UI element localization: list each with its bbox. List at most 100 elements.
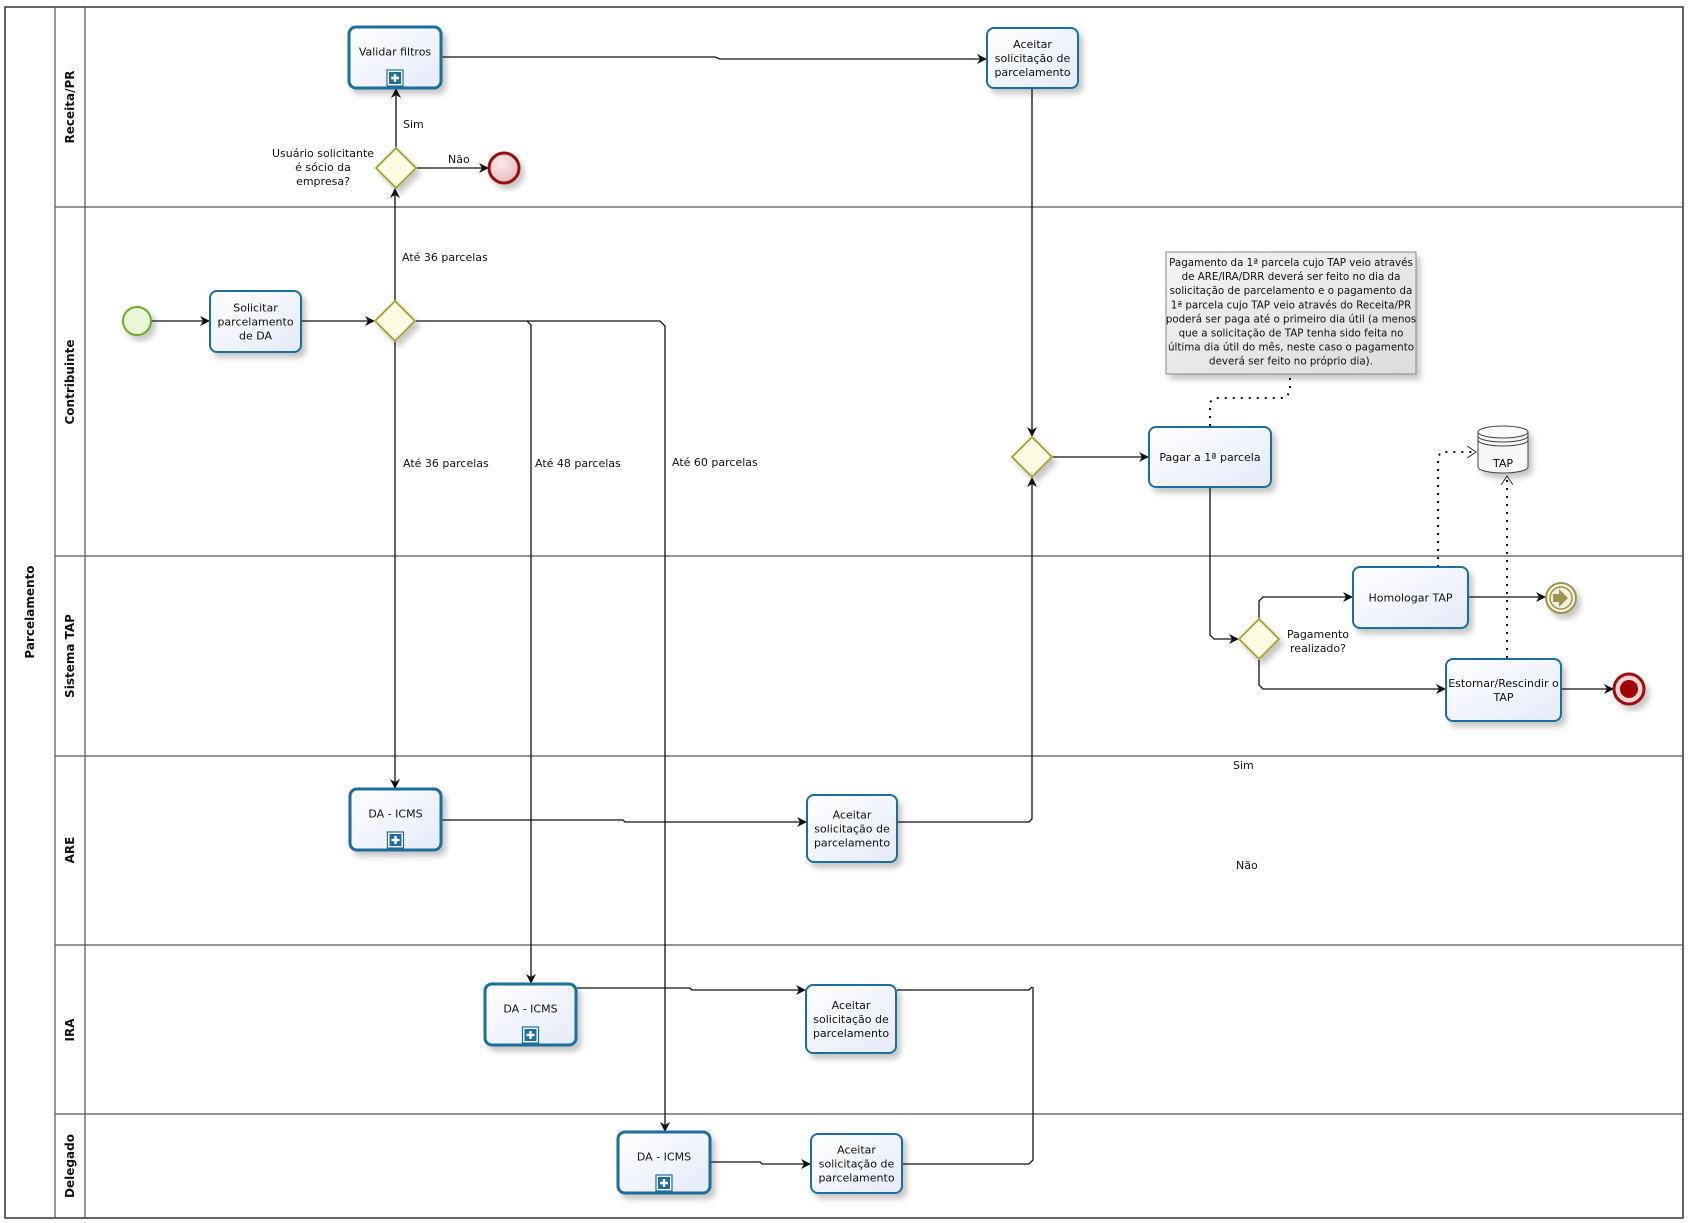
gateway-diamond	[374, 146, 418, 190]
task-box	[616, 1130, 712, 1195]
task-label: Aceitar	[1013, 38, 1052, 51]
task-da-are[interactable]: DA - ICMS	[348, 787, 443, 852]
subprocess-plus-icon[interactable]	[386, 831, 405, 849]
flow-label-nao-2: Não	[1236, 859, 1258, 872]
annotation-line: solicitação de parcelamento e o pagament…	[1170, 285, 1413, 297]
gateway-merge[interactable]	[1010, 435, 1054, 479]
flow-pagar-to-gateway[interactable]	[1209, 488, 1239, 644]
lane-label-sistema-tap: Sistema TAP	[63, 614, 77, 698]
flow-nao-to-estornar[interactable]	[1258, 660, 1446, 694]
flow-da-are-to-aceitar[interactable]	[442, 817, 807, 827]
task-box	[810, 1133, 903, 1194]
task-label: parcelamento	[818, 1172, 894, 1185]
task-label: solicitação de	[995, 52, 1071, 65]
pool: Parcelamento	[4, 6, 1684, 1219]
flow-label-sim-2: Sim	[1233, 759, 1254, 772]
events	[122, 151, 1646, 706]
task-homologar[interactable]: Homologar TAP	[1352, 566, 1469, 629]
task-da-ira[interactable]: DA - ICMS	[483, 982, 578, 1047]
flow-aceitar-are-to-merge[interactable]	[898, 477, 1037, 823]
terminate-end-event[interactable]	[1612, 672, 1646, 706]
arrow-right-icon	[1553, 589, 1568, 607]
gateway-label: empresa?	[296, 175, 350, 188]
gateway-label: realizado?	[1290, 642, 1346, 655]
lane-label-ira: IRA	[63, 1018, 77, 1042]
subprocess-plus-icon[interactable]	[655, 1174, 673, 1192]
annotation-box	[1165, 251, 1417, 375]
task-label: Aceitar	[837, 1144, 876, 1157]
gateway-diamond	[1010, 435, 1054, 479]
task-label: Pagar a 1ª parcela	[1159, 451, 1260, 464]
flow-aceitar-ira-to-merge[interactable]	[897, 986, 1033, 991]
annotation-line: 1ª parcela cujo TAP veio através do Rece…	[1171, 299, 1412, 311]
annotation-line: última dia útil do mês, neste caso o pag…	[1168, 342, 1414, 354]
task-box	[806, 794, 898, 863]
task-label: Solicitar	[233, 302, 278, 315]
flow-label-ate36: Até 36 parcelas	[403, 457, 489, 470]
task-da-delegado[interactable]: DA - ICMS	[616, 1130, 712, 1195]
association-note-to-pagar[interactable]	[1209, 375, 1291, 426]
flow-da-ira-to-aceitar[interactable]	[577, 985, 806, 995]
task-validar[interactable]: Validar filtros	[347, 25, 443, 90]
task-label: Homologar TAP	[1369, 592, 1453, 605]
task-label: DA - ICMS	[637, 1151, 691, 1164]
gateway-label: Pagamento	[1287, 628, 1349, 641]
task-label: Aceitar	[833, 809, 872, 822]
lanes: Receita/PR Contribuinte Sistema TAP ARE …	[55, 71, 1683, 1198]
flow-label-sim: Sim	[403, 118, 424, 131]
start-event[interactable]	[122, 306, 152, 336]
datastore-label: TAP	[1492, 457, 1513, 470]
task-label: solicitação de	[819, 1158, 895, 1171]
task-pagar[interactable]: Pagar a 1ª parcela	[1148, 426, 1272, 488]
lane-label-delegado: Delegado	[63, 1134, 77, 1198]
link-end-event[interactable]	[1545, 582, 1577, 614]
gateway-diamond	[1237, 617, 1281, 661]
gateway-diamond	[373, 299, 417, 343]
flow-label-ate60: Até 60 parcelas	[672, 456, 758, 469]
task-box	[1445, 658, 1562, 722]
flow-ate48-to-da-ira[interactable]	[416, 320, 536, 984]
end-event-nao[interactable]	[487, 151, 521, 185]
task-label: DA - ICMS	[503, 1003, 557, 1016]
task-box	[986, 27, 1079, 89]
flow-label-nao: Não	[448, 153, 470, 166]
task-box	[483, 982, 578, 1047]
flow-aceitar-delegado-to-merge[interactable]	[903, 987, 1034, 1165]
flow-da-delegado-to-aceitar[interactable]	[711, 1159, 811, 1169]
associations	[1209, 375, 1507, 658]
flow-validar-to-aceitar[interactable]	[442, 54, 987, 64]
flow-label-ate36-top: Até 36 parcelas	[402, 251, 488, 264]
subprocess-plus-icon[interactable]	[386, 69, 404, 87]
lane-label-contribuinte: Contribuinte	[63, 339, 77, 424]
flow-sim-to-homologar[interactable]	[1258, 592, 1353, 618]
lane-label-are: ARE	[63, 837, 77, 864]
gateway-parcelas[interactable]	[373, 299, 417, 343]
sequence-flows	[152, 54, 1614, 1169]
task-label: solicitação de	[813, 1013, 889, 1026]
annotation-line: poderá ser paga até o primeiro dia útil …	[1166, 313, 1416, 325]
task-box	[1148, 426, 1272, 488]
subprocess-plus-icon[interactable]	[521, 1026, 540, 1044]
text-annotation[interactable]: Pagamento da 1ª parcela cujo TAP veio at…	[1165, 251, 1417, 375]
task-box	[209, 290, 302, 353]
task-box	[347, 25, 443, 90]
annotation-line: Pagamento da 1ª parcela cujo TAP veio at…	[1169, 257, 1413, 269]
pool-border	[4, 6, 1684, 1219]
association-homologar-to-tap[interactable]	[1437, 452, 1476, 567]
annotation-text: Pagamento da 1ª parcela cujo TAP veio at…	[1166, 257, 1416, 368]
task-label: de DA	[239, 330, 273, 343]
datastore-tap[interactable]: TAP	[1477, 425, 1529, 474]
task-box	[348, 787, 443, 852]
task-label: Estornar/Rescindir o	[1448, 677, 1559, 690]
flow-ate60-to-da-delegado[interactable]	[527, 320, 670, 1132]
